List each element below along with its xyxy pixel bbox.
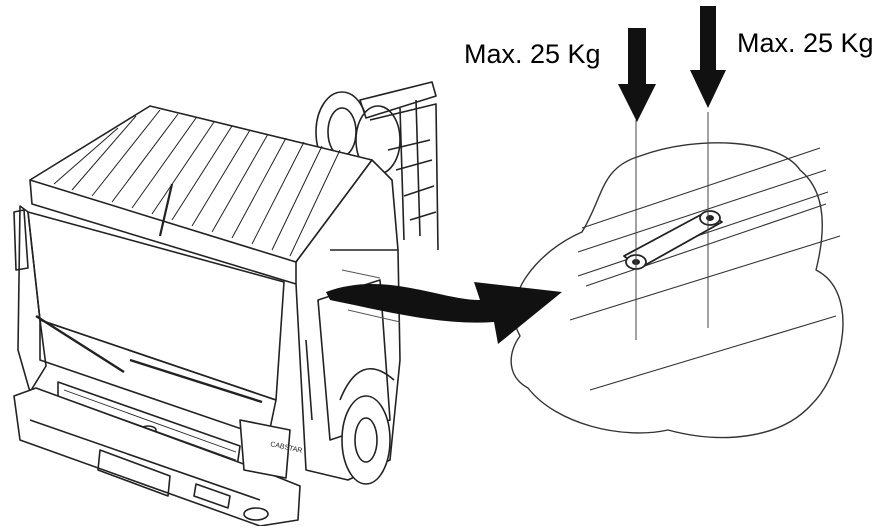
cab-front bbox=[13, 205, 301, 527]
detail-view bbox=[510, 112, 844, 439]
arrow-down-icon bbox=[690, 6, 726, 108]
load-limit-label-right: Max. 25 Kg bbox=[737, 28, 874, 58]
roof-rail-lines bbox=[569, 147, 841, 391]
load-limit-label-left: Max. 25 Kg bbox=[464, 39, 601, 69]
detail-callout-bubble bbox=[510, 142, 844, 439]
arrow-down-icon bbox=[618, 28, 656, 122]
cab-side bbox=[13, 159, 401, 485]
curved-arrow-icon bbox=[326, 269, 562, 344]
mounting-bracket bbox=[623, 210, 723, 270]
truck-drawing: CABSTAR bbox=[13, 81, 439, 527]
